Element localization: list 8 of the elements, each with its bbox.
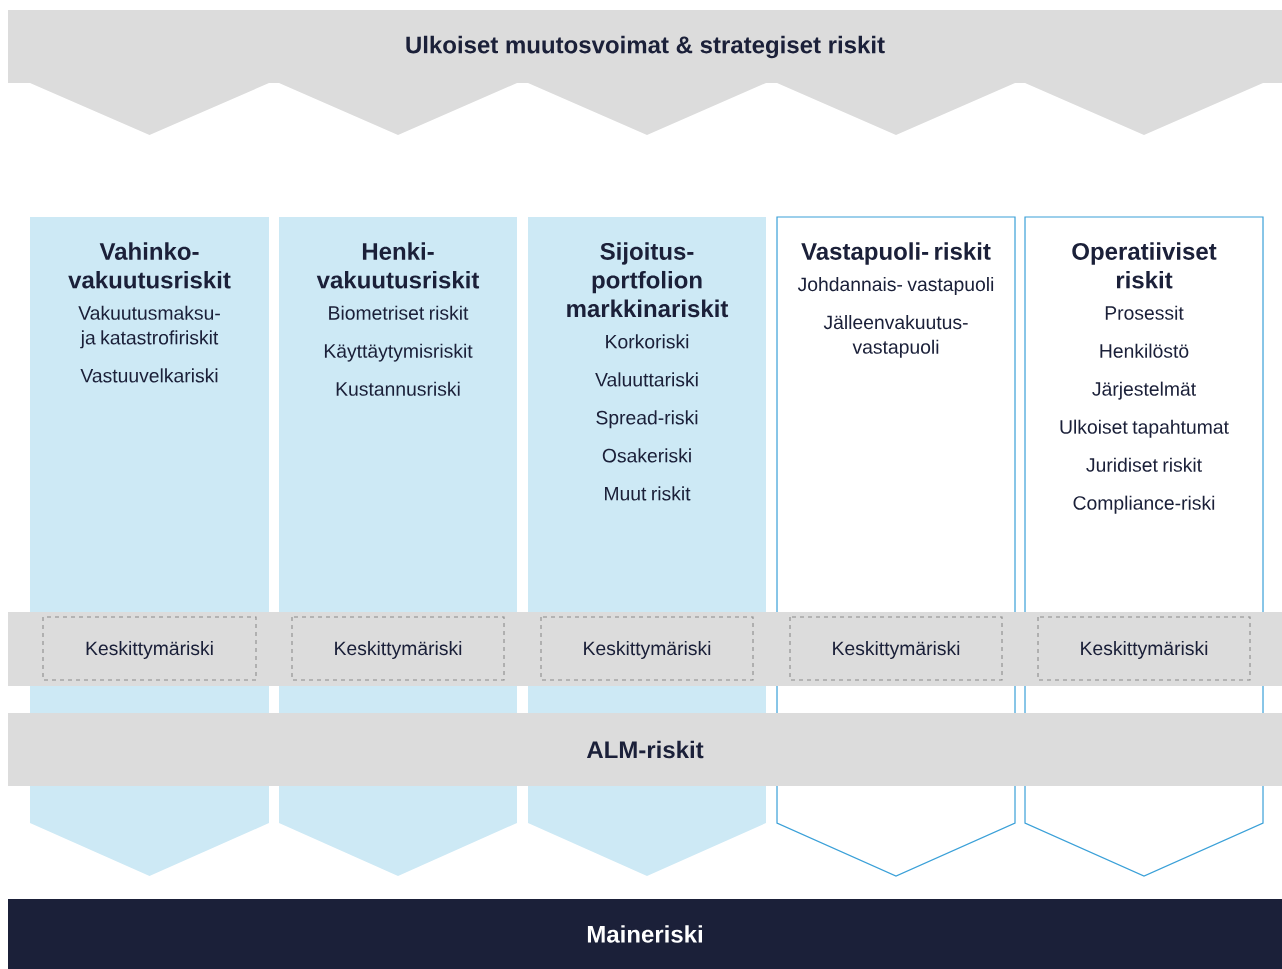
band: Maineriski	[8, 899, 1282, 969]
band: ALM-riskit	[8, 713, 1282, 786]
dashed-box: Keskittymäriski	[540, 616, 754, 681]
dashed-box: Keskittymäriski	[789, 616, 1003, 681]
dashed-box: Keskittymäriski	[1037, 616, 1251, 681]
dashed-box: Keskittymäriski	[291, 616, 505, 681]
banner: Ulkoiset muutosvoimat & strategiset riskit	[8, 10, 1282, 135]
dashed-box: Keskittymäriski	[42, 616, 257, 681]
